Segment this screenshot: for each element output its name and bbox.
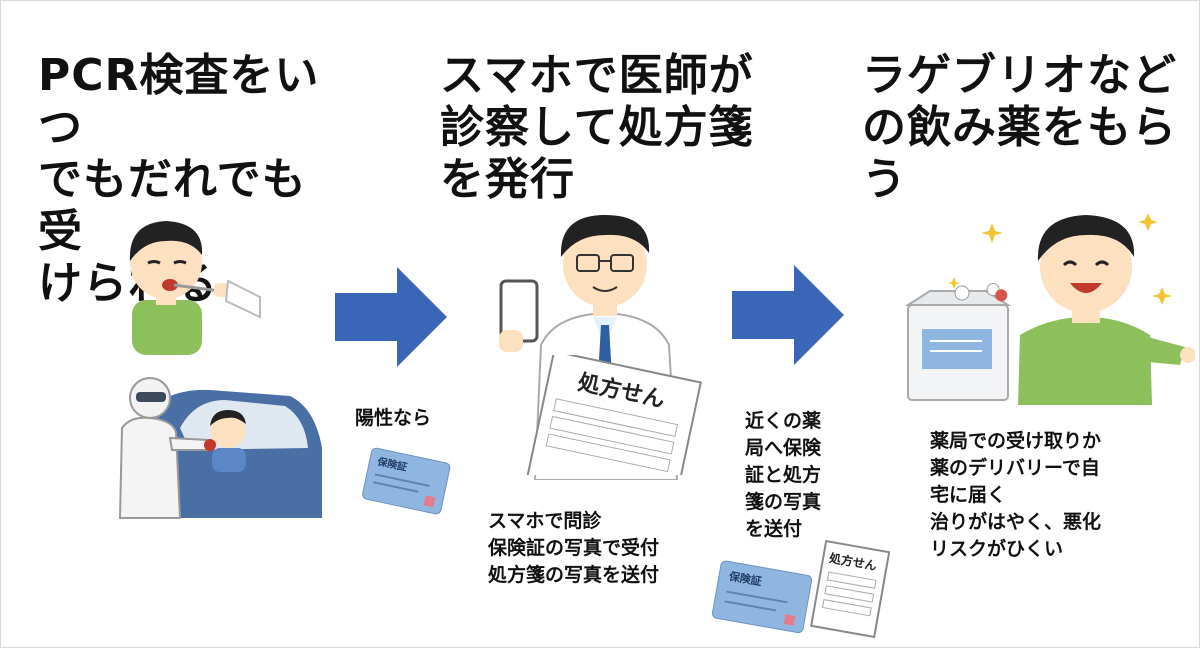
step3-face (1040, 221, 1132, 313)
face (130, 227, 202, 299)
sparkle-icon (947, 277, 961, 289)
doctor-face (563, 223, 647, 307)
doctor-sleeve (224, 279, 261, 319)
doctor-hair (560, 215, 650, 257)
sparkle-icon (1138, 213, 1158, 231)
arrow-1 (335, 267, 447, 367)
hair (129, 221, 203, 261)
insurance-card-2: 保険証 (711, 560, 813, 634)
capsule-icon (986, 283, 1008, 302)
step3-caption: 薬局での受け取りか 薬のデリバリーで自 宅に届く 治りがはやく、悪化 リスクがひ… (930, 430, 1102, 560)
step3-shirt (1018, 317, 1152, 405)
insurance-card-1: 保険証 (362, 447, 451, 515)
step3-title: ラゲブリオなど の飲み薬をもら う (862, 50, 1177, 205)
prescription-small: 処方せん (810, 540, 891, 639)
prescription-large: 処方せん (525, 355, 702, 475)
insurance-card-2-label: 保険証 (727, 569, 763, 589)
pill-icon (954, 285, 970, 301)
step2-title: スマホで医師が 診察して処方箋 を発行 (440, 50, 754, 205)
happy-boy-medicine-illustration (904, 213, 1195, 405)
arrow-2 (732, 265, 844, 365)
protective-suit (118, 416, 182, 519)
shirt (132, 300, 202, 355)
sparkle-icon (981, 223, 1003, 243)
sparkle-icon (1152, 287, 1172, 305)
step3-hair (1037, 215, 1135, 261)
step2-caption: スマホで問診 保険証の写真で受付 処方箋の写真を送付 (488, 510, 660, 586)
step1-title: PCR検査をいつ でもだれでも受 けられる (38, 50, 320, 309)
swab-stick (173, 283, 221, 293)
arrow-1-label: 陽性なら (355, 407, 432, 429)
drive-thru-test-illustration (100, 368, 325, 523)
pcr-swab-boy-illustration (129, 221, 261, 355)
arrow-2-label: 近くの薬 局へ保険 証と処方 箋の写真 を送付 (745, 410, 822, 540)
